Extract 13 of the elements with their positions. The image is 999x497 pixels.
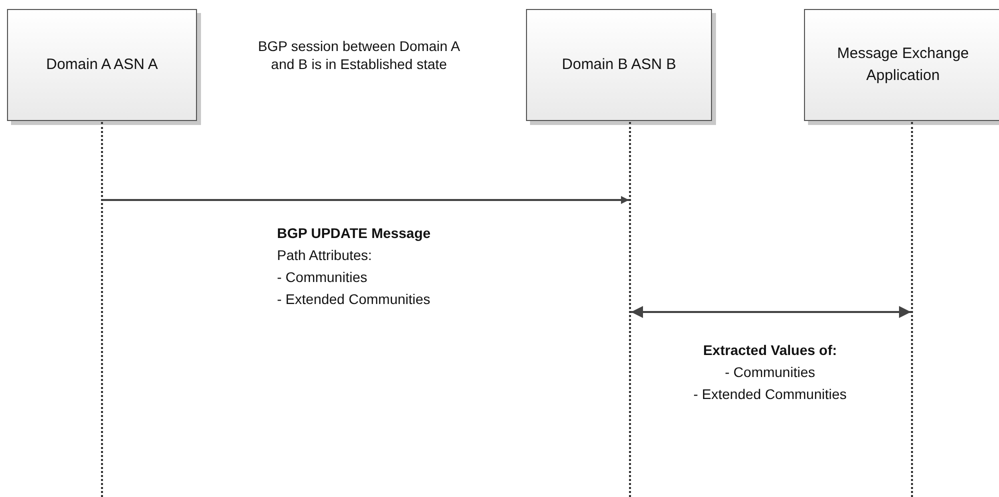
message-arrow (631, 306, 911, 318)
lifeline (629, 122, 631, 497)
note-text: Extracted Values of: (702, 342, 838, 360)
note-text: - Communities (277, 269, 368, 286)
note-text: Path Attributes: (277, 247, 372, 264)
lifeline (101, 122, 103, 497)
note-text: BGP session between Domain A and B is in Established state (256, 38, 462, 73)
lifeline (911, 122, 913, 497)
note-text: - Communities (724, 364, 816, 382)
message-arrow (103, 196, 629, 204)
note-text: - Extended Communities (277, 291, 430, 308)
note-text: - Extended Communities (692, 386, 848, 404)
note-text: BGP UPDATE Message (277, 225, 431, 242)
